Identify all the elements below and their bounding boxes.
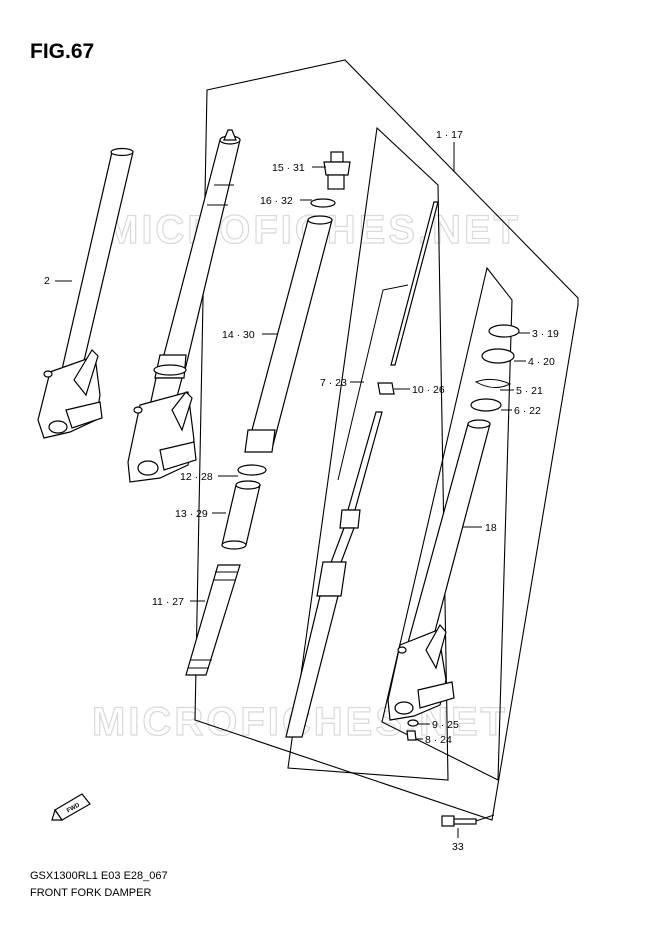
callout-8-24: 8 · 24: [425, 734, 452, 746]
fwd-direction-marker: FWD: [51, 793, 91, 821]
part-7-damper-rod: [285, 201, 439, 738]
model-code: GSX1300RL1 E03 E28_067: [30, 870, 168, 882]
part-33-pinch-bolt: [441, 815, 477, 827]
callout-7-23: 7 · 23: [320, 377, 347, 389]
part-16-o-ring: [310, 198, 336, 208]
part-3-dust-seal: [488, 324, 520, 338]
callout-10-26: 10 · 26: [412, 384, 445, 396]
callout-11-27: 11 · 27: [152, 596, 184, 608]
assembled-fork-leg: [127, 129, 241, 483]
callout-3-19: 3 · 19: [532, 328, 559, 340]
assembly-frame-outer: [194, 59, 579, 821]
part-10-nut: [377, 382, 395, 395]
part-6-bushing: [470, 398, 502, 412]
damper-group-bracket: [337, 284, 409, 481]
callout-15-31: 15 · 31: [272, 162, 305, 174]
callout-33: 33: [452, 841, 464, 853]
assembly-frame-outer-tube: [381, 266, 513, 781]
part-9-washer: [407, 719, 419, 727]
part-13-spacer: [221, 480, 261, 550]
callout-5-21: 5 · 21: [516, 385, 543, 397]
figure-title: FIG.67: [30, 40, 95, 63]
part-14-inner-tube: [244, 215, 333, 453]
callout-6-22: 6 · 22: [514, 405, 541, 417]
part-4-oil-seal: [481, 348, 515, 364]
callout-4-20: 4 · 20: [528, 356, 555, 368]
callout-16-32: 16 · 32: [260, 195, 293, 207]
callout-12-28: 12 · 28: [180, 471, 213, 483]
callout-9-25: 9 · 25: [432, 719, 459, 731]
part-18-outer-tube: [387, 419, 491, 721]
callout-18: 18: [485, 522, 497, 534]
callout-14-30: 14 · 30: [222, 329, 255, 341]
callout-2: 2: [44, 275, 50, 287]
figure-caption: FRONT FORK DAMPER: [30, 887, 152, 899]
part-2-outer-tube: [37, 147, 134, 439]
part-8-bolt: [406, 730, 417, 741]
callout-13-29: 13 · 29: [175, 508, 208, 520]
assembly-frame-damper: [287, 126, 449, 781]
callout-1-17: 1 · 17: [436, 129, 463, 141]
part-12-ring: [237, 464, 267, 476]
part-5-stopper-ring: [474, 378, 512, 388]
part-11-spring: [185, 564, 241, 676]
part-15-cap-bolt: [323, 151, 351, 190]
